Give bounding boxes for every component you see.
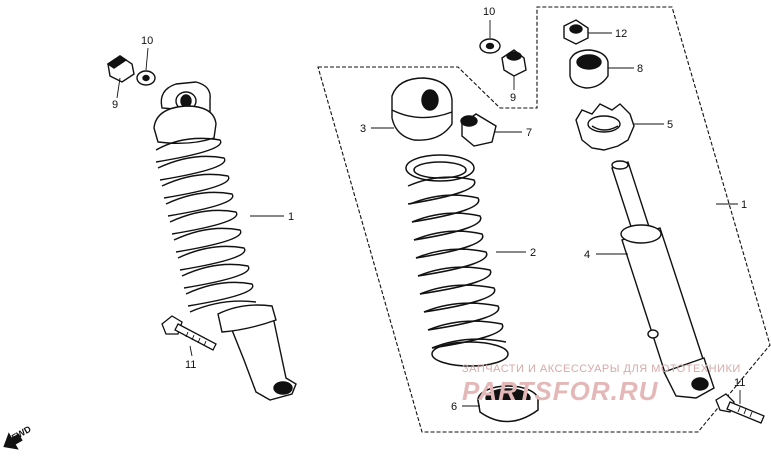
- collar-top: [501, 49, 527, 77]
- callout-10-left: 10: [141, 35, 153, 47]
- assembled-shock-absorber: [153, 81, 297, 401]
- callout-7: 7: [526, 127, 532, 139]
- callout-6: 6: [451, 401, 457, 413]
- callout-10-top: 10: [483, 6, 495, 18]
- callout-1-right: 1: [741, 199, 747, 211]
- rubber-part-8: [569, 49, 609, 89]
- callout-8: 8: [637, 63, 643, 75]
- forward-arrow-icon: [3, 432, 23, 450]
- callout-4: 4: [584, 249, 590, 261]
- callout-1-left: 1: [288, 211, 294, 223]
- callout-11-left: 11: [185, 359, 196, 371]
- watermark-logo-text: PARTSFOR.RU: [462, 376, 659, 406]
- washer-left: [136, 70, 156, 86]
- callout-5: 5: [667, 119, 673, 131]
- bolt-right: [715, 393, 765, 424]
- callout-12: 12: [615, 28, 627, 40]
- bolt-left: [161, 315, 217, 351]
- lower-seat-part-6: [477, 385, 539, 423]
- spring-part-2: [405, 154, 509, 367]
- retainer-part-5: [575, 103, 635, 151]
- upper-rubber-part-3: [391, 77, 453, 141]
- cap-nut-left: [106, 55, 135, 83]
- callout-11-right: 11: [734, 377, 745, 389]
- watermark: ЗАПЧАСТИ И АКСЕССУАРЫ ДЛЯ МОТОТЕХНИКИ PA…: [462, 363, 741, 406]
- forward-direction-marker: FWD: [3, 424, 33, 450]
- exploded-boundary: [317, 6, 771, 433]
- callout-labels: 1 9 10 11 10 9 12 8 3 7 5 1 2 4 6 11: [112, 6, 747, 413]
- collar-part-7: [460, 113, 497, 147]
- callout-3: 3: [360, 123, 366, 135]
- nut-part-12: [563, 19, 589, 45]
- callout-2: 2: [530, 247, 536, 259]
- callout-9-left: 9: [112, 99, 118, 111]
- watermark-tagline: ЗАПЧАСТИ И АКСЕССУАРЫ ДЛЯ МОТОТЕХНИКИ: [462, 363, 741, 375]
- callout-9-top: 9: [510, 92, 516, 104]
- washer-top: [479, 38, 501, 54]
- leader-lines: [116, 20, 741, 407]
- damper-part-4: [611, 160, 715, 399]
